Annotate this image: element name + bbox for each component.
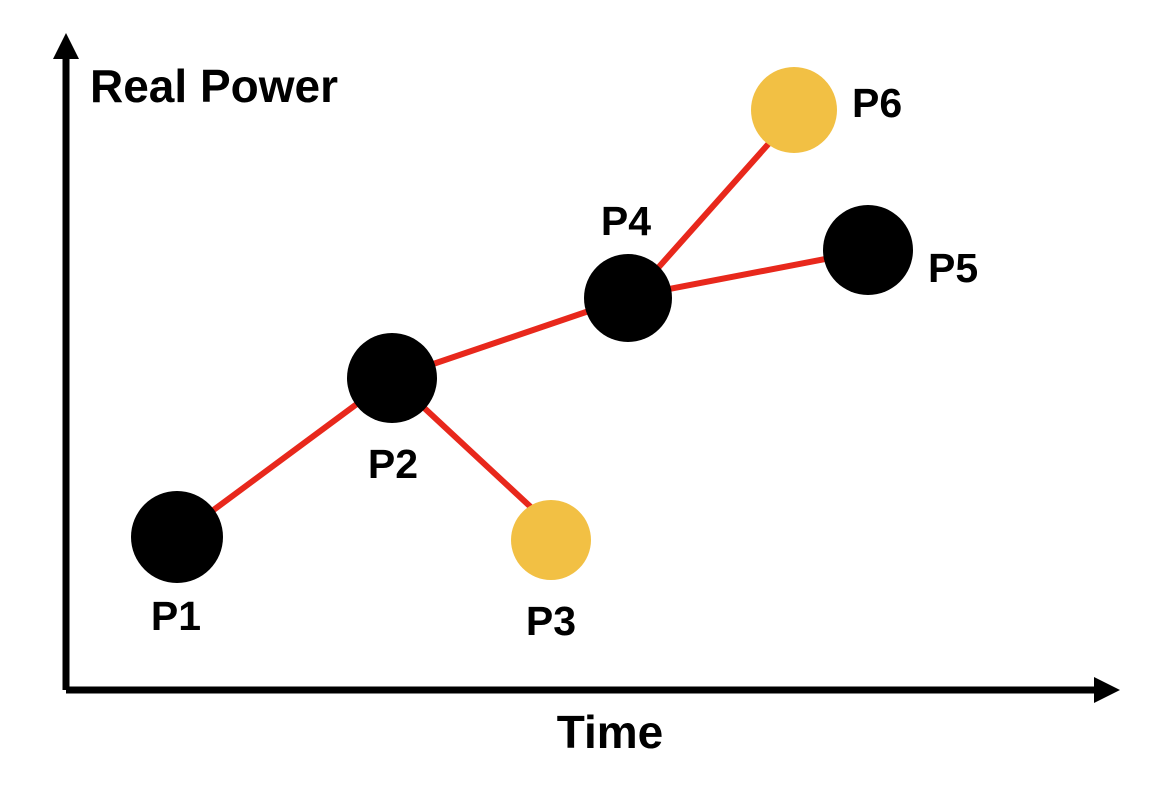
node-label-p5: P5 — [928, 245, 978, 291]
node-label-p6: P6 — [852, 80, 902, 126]
node-label-p2: P2 — [368, 441, 418, 487]
node-label-p4: P4 — [601, 198, 651, 244]
node-p4[interactable] — [584, 254, 672, 342]
node-label-p1: P1 — [151, 593, 201, 639]
axes-group — [53, 33, 1120, 703]
y-axis-arrow-icon — [53, 33, 79, 59]
node-p1[interactable] — [131, 491, 223, 583]
node-p5[interactable] — [823, 205, 913, 295]
nodes-group — [131, 67, 913, 583]
edges-group — [174, 110, 875, 540]
node-p6[interactable] — [751, 67, 837, 153]
y-axis-label: Real Power — [90, 60, 338, 112]
node-p3[interactable] — [511, 500, 591, 580]
node-label-p3: P3 — [526, 598, 576, 644]
node-p2[interactable] — [347, 333, 437, 423]
x-axis-arrow-icon — [1094, 677, 1120, 703]
x-axis-label: Time — [557, 706, 664, 758]
